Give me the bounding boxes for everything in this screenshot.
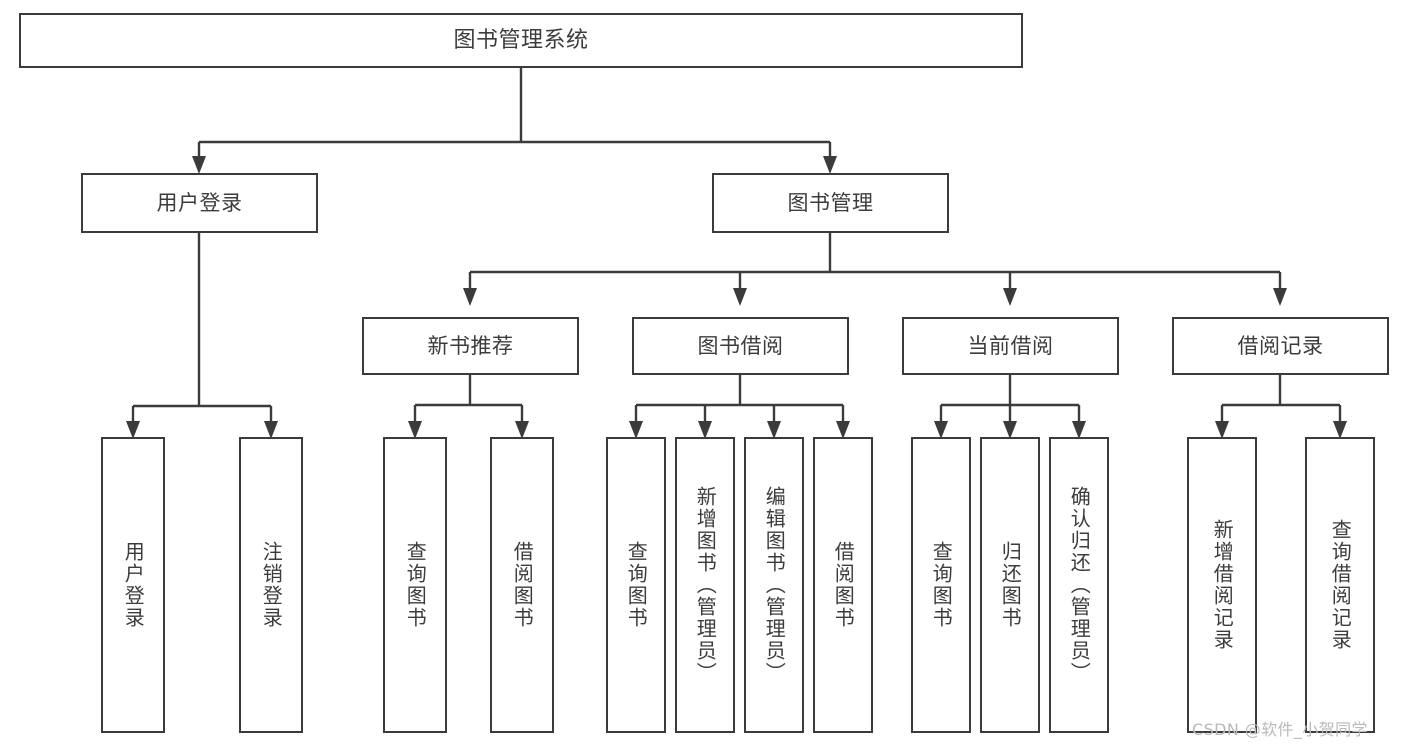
arrowhead-userlogin	[192, 156, 206, 174]
arrowhead-bb-leaf1	[698, 421, 712, 439]
node-new-book-recommend-label: 新书推荐	[427, 333, 514, 358]
leaf-user-login-login[interactable]: 用户登录	[101, 437, 165, 733]
arrowhead-ul-leaf0	[126, 421, 140, 439]
leaf-borrow-record-query[interactable]: 查询借阅记录	[1305, 437, 1375, 733]
leaf-label: 新增借阅记录	[1210, 519, 1235, 651]
node-current-borrow[interactable]: 当前借阅	[902, 317, 1119, 375]
leaf-current-borrow-confirm-return[interactable]: 确认归还（管理员）	[1049, 437, 1109, 733]
leaf-label: 借阅图书	[510, 541, 535, 629]
node-book-management-label: 图书管理	[787, 190, 874, 215]
leaf-label: 归还图书	[998, 541, 1023, 629]
arrowhead-cb-leaf1	[1003, 421, 1017, 439]
leaf-book-borrow-borrow[interactable]: 借阅图书	[813, 437, 873, 733]
arrowhead-nb-leaf0	[408, 421, 422, 439]
arrowhead-bookmgmt	[823, 156, 837, 174]
arrowhead-br-leaf1	[1333, 421, 1347, 439]
arrowheads	[126, 156, 1347, 439]
leaf-new-book-query[interactable]: 查询图书	[383, 437, 447, 733]
node-book-borrow[interactable]: 图书借阅	[632, 317, 849, 375]
arrowhead-bb-leaf2	[767, 421, 781, 439]
leaf-label: 注销登录	[259, 541, 284, 629]
node-root-label: 图书管理系统	[453, 27, 589, 53]
node-user-login-label: 用户登录	[156, 190, 243, 215]
leaf-label: 确认归还（管理员）	[1067, 486, 1092, 684]
node-root[interactable]: 图书管理系统	[19, 13, 1023, 68]
leaf-book-borrow-query[interactable]: 查询图书	[606, 437, 666, 733]
arrowhead-bb-leaf3	[836, 421, 850, 439]
watermark-text: CSDN @软件_小贺同学	[1192, 720, 1368, 739]
leaf-label: 借阅图书	[831, 541, 856, 629]
leaf-current-borrow-query[interactable]: 查询图书	[911, 437, 971, 733]
leaf-book-borrow-add[interactable]: 新增图书（管理员）	[675, 437, 735, 733]
leaf-label: 编辑图书（管理员）	[762, 486, 787, 684]
leaf-label: 新增图书（管理员）	[693, 486, 718, 684]
arrowhead-current	[1003, 288, 1017, 306]
arrowhead-bb-leaf0	[629, 421, 643, 439]
leaf-user-login-logout[interactable]: 注销登录	[239, 437, 303, 733]
node-book-borrow-label: 图书借阅	[697, 333, 784, 358]
node-book-management[interactable]: 图书管理	[712, 173, 949, 233]
arrowhead-cb-leaf2	[1072, 421, 1086, 439]
arrowhead-bookborrow	[733, 288, 747, 306]
arrowhead-record	[1273, 288, 1287, 306]
leaf-new-book-borrow[interactable]: 借阅图书	[490, 437, 554, 733]
node-current-borrow-label: 当前借阅	[967, 333, 1054, 358]
arrowhead-nb-leaf1	[515, 421, 529, 439]
node-new-book-recommend[interactable]: 新书推荐	[362, 317, 579, 375]
leaf-borrow-record-add[interactable]: 新增借阅记录	[1187, 437, 1257, 733]
node-borrow-record[interactable]: 借阅记录	[1172, 317, 1389, 375]
node-user-login[interactable]: 用户登录	[81, 173, 318, 233]
arrowhead-newbook	[463, 288, 477, 306]
leaf-label: 查询图书	[403, 541, 428, 629]
leaf-label: 查询图书	[929, 541, 954, 629]
node-borrow-record-label: 借阅记录	[1237, 333, 1324, 358]
leaf-label: 查询借阅记录	[1328, 519, 1353, 651]
watermark: CSDN @软件_小贺同学	[1192, 716, 1368, 740]
leaf-current-borrow-return[interactable]: 归还图书	[980, 437, 1040, 733]
leaf-label: 用户登录	[121, 541, 146, 629]
leaf-book-borrow-edit[interactable]: 编辑图书（管理员）	[744, 437, 804, 733]
arrowhead-cb-leaf0	[934, 421, 948, 439]
arrowhead-br-leaf0	[1215, 421, 1229, 439]
leaf-label: 查询图书	[624, 541, 649, 629]
arrowhead-ul-leaf1	[264, 421, 278, 439]
